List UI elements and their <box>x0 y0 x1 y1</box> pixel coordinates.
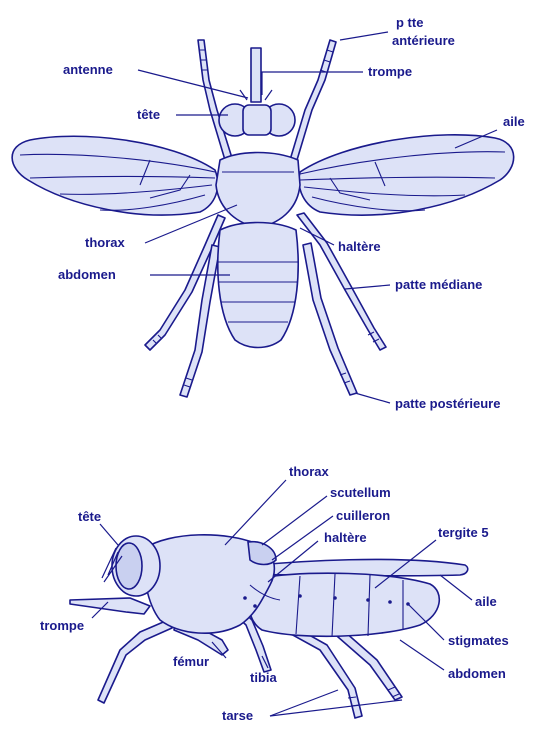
label-side-tete: tête <box>78 509 101 524</box>
label-stigmates: stigmates <box>448 633 509 648</box>
label-femur: fémur <box>173 654 209 669</box>
label-aile: aile <box>503 114 525 129</box>
label-patte-posterieure: patte postérieure <box>395 396 500 411</box>
label-side-haltere: haltère <box>324 530 367 545</box>
top-head <box>219 104 295 136</box>
label-tarse: tarse <box>222 708 253 723</box>
label-patte-anterieure-line2: antérieure <box>392 33 455 48</box>
label-tibia: tibia <box>250 670 277 685</box>
label-abdomen: abdomen <box>58 267 116 282</box>
proboscis-top <box>251 48 261 102</box>
label-patte-anterieure-line1: p tte <box>396 15 423 30</box>
side-scutellum <box>248 542 276 565</box>
label-tergite: tergite 5 <box>438 525 489 540</box>
label-antenne: antenne <box>63 62 113 77</box>
label-side-trompe: trompe <box>40 618 84 633</box>
label-side-thorax: thorax <box>289 464 330 479</box>
top-view-fly <box>12 40 514 397</box>
front-legs <box>198 40 336 160</box>
top-abdomen <box>218 223 298 348</box>
left-wing <box>12 136 218 215</box>
label-trompe: trompe <box>368 64 412 79</box>
head-appendages <box>240 48 272 102</box>
side-proboscis <box>70 598 150 614</box>
label-haltere: haltère <box>338 239 381 254</box>
label-scutellum: scutellum <box>330 485 391 500</box>
label-side-aile: aile <box>475 594 497 609</box>
label-thorax: thorax <box>85 235 126 250</box>
side-abdomen <box>249 573 440 637</box>
top-thorax <box>216 153 300 229</box>
label-tete: tête <box>137 107 160 122</box>
label-side-abdomen: abdomen <box>448 666 506 681</box>
label-patte-mediane: patte médiane <box>395 277 482 292</box>
right-wing <box>299 135 514 215</box>
label-cuilleron: cuilleron <box>336 508 390 523</box>
side-head <box>70 536 160 614</box>
